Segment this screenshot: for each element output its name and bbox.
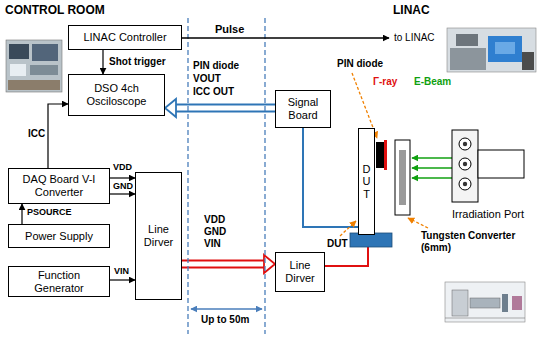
node-text: Irradiation Port [452, 208, 524, 221]
daq-box: DAQ Board V-I Converter [8, 168, 110, 204]
port-outline [444, 126, 532, 222]
power-supply-box: Power Supply [8, 224, 110, 248]
signal-wire [110, 194, 135, 195]
line-driver-box: Line Dirver [275, 252, 325, 292]
destination-note: to LINAC [393, 32, 436, 44]
bus-outline [176, 104, 275, 113]
region-title: LINAC [392, 4, 431, 18]
oscilloscope-box: DSO 4ch Osciloscope [68, 74, 165, 116]
region-title: CONTROL ROOM [4, 4, 106, 18]
dut-base [350, 233, 392, 247]
boundary-line [187, 18, 188, 334]
signal-board-box: Signal Board [275, 90, 331, 128]
signal-name: Pulse [214, 23, 245, 36]
e-beam-arrow [412, 167, 452, 169]
signal-wire [22, 204, 23, 224]
leader-line [408, 218, 428, 228]
wire-path [48, 104, 68, 168]
controller-box: LINAC Controller [68, 25, 182, 50]
radiation-label: Γ-ray [372, 76, 398, 88]
node-text: Line Dirver [140, 223, 177, 248]
signal-wire [303, 128, 358, 227]
node-text: DAQ Board V-I Converter [13, 173, 105, 198]
bus-inner [182, 262, 264, 267]
wire-path [110, 193, 135, 194]
bus-arrowhead [165, 99, 176, 117]
wire-path [303, 128, 358, 227]
irradiation-port: Irradiation Port [444, 126, 532, 222]
bus-outline [182, 260, 264, 269]
signal-label: VDD [112, 162, 133, 172]
node-text: DSO 4ch Osciloscope [73, 82, 160, 107]
wire-path [21, 204, 22, 224]
part-name: DUT [326, 238, 349, 250]
signal-label: PSOURCE [26, 207, 73, 217]
node-text: Signal Board [280, 96, 326, 121]
signal-wire [103, 50, 104, 74]
distance-arrow [191, 308, 262, 309]
signal-label: Shot trigger [108, 56, 167, 68]
bus-arrow [182, 255, 275, 273]
tungsten-converter [395, 140, 410, 215]
distance-label: Up to 50m [200, 314, 250, 326]
pin-diode-symbol [376, 142, 384, 168]
setup-sketch [445, 282, 525, 322]
part-name: PIN diode [336, 58, 384, 70]
boundary-line [264, 18, 265, 334]
signal-wire [110, 178, 135, 179]
dut-box: DUT [358, 128, 375, 235]
node-text: Function Generator [13, 269, 105, 294]
bus-arrow [165, 99, 275, 117]
control-room-photo [6, 40, 62, 92]
leader-line [340, 221, 356, 236]
signal-label: VIN [113, 266, 130, 276]
bus-inner [176, 106, 275, 111]
signal-name: VOUT [192, 73, 222, 85]
signal-wire [110, 280, 135, 281]
beam-label: E-Beam [413, 76, 452, 88]
line-driver-box: Line Dirver [135, 172, 182, 300]
pin-diode-layer [384, 140, 387, 170]
node-text: LINAC Controller [83, 31, 166, 44]
node-text: Line Dirver [280, 259, 320, 284]
signal-label: GND [112, 181, 134, 191]
wire-path [110, 279, 135, 280]
signal-name: ICC OUT [192, 86, 235, 98]
wire-path [110, 177, 135, 178]
e-beam-arrow [412, 177, 452, 179]
node-text: DUT [361, 163, 372, 199]
signal-label: VDD GND VIN [203, 214, 227, 250]
signal-name: PIN diode [192, 60, 240, 72]
signal-label: ICC [27, 128, 46, 140]
part-name: Tungsten Converter (6mm) [420, 230, 532, 253]
pulse-line [182, 37, 389, 38]
node-text: Power Supply [25, 230, 93, 243]
signal-wire [48, 104, 68, 168]
linac-photo [447, 28, 536, 72]
e-beam-arrow [412, 157, 452, 159]
function-generator-box: Function Generator [8, 266, 110, 297]
wire-path [102, 50, 103, 74]
